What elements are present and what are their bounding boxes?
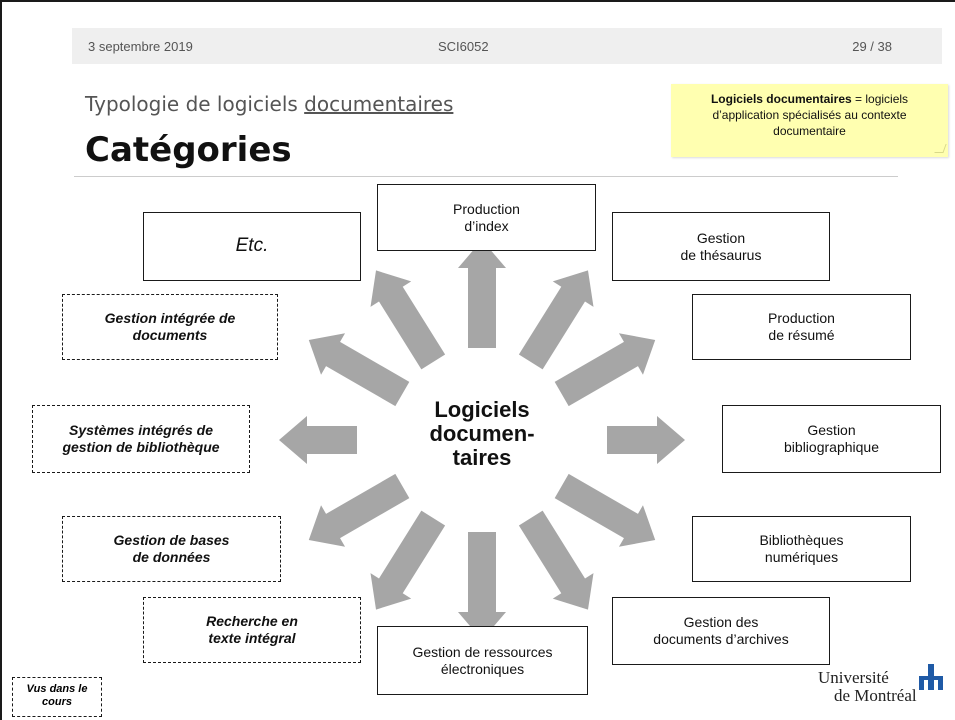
box-production-index: Production d’index — [377, 184, 596, 251]
slide-subtitle: Typologie de logiciels documentaires — [85, 92, 453, 116]
arrow-up — [458, 240, 506, 348]
arrow-down — [458, 532, 506, 640]
logo-line-2: de Montréal — [834, 686, 917, 705]
university-logo: Université de Montréal — [818, 662, 948, 710]
title-divider — [74, 176, 898, 177]
legend-box: Vus dans le cours — [12, 677, 102, 717]
arrow-up-left — [370, 270, 446, 370]
note-definition: = logiciels d’application spécialisés au… — [712, 92, 909, 139]
box-gestion-archives: Gestion des documents d’archives — [612, 597, 830, 665]
arrow-right — [607, 416, 685, 464]
header-page-number: 29 / 38 — [852, 39, 892, 54]
header-date: 3 septembre 2019 — [88, 39, 193, 54]
box-systemes-integres: Systèmes intégrés de gestion de biblioth… — [32, 405, 250, 473]
slide-title: Catégories — [85, 130, 292, 170]
logo-emblem-icon — [919, 664, 943, 690]
box-gestion-integree: Gestion intégrée de documents — [62, 294, 278, 360]
center-label: Logiciels documen- taires — [429, 397, 535, 470]
arrow-down-left — [370, 510, 446, 610]
box-gestion-thesaurus: Gestion de thésaurus — [612, 212, 830, 281]
logo-line-1: Université — [818, 668, 889, 687]
box-recherche-texte: Recherche en texte intégral — [143, 597, 361, 663]
subtitle-underlined: documentaires — [304, 92, 454, 116]
definition-note: Logiciels documentaires = logiciels d’ap… — [671, 84, 948, 157]
arrow-left-down — [308, 473, 410, 547]
arrow-group — [279, 240, 685, 640]
box-etc: Etc. — [143, 212, 361, 281]
box-gestion-ressources: Gestion de ressources électroniques — [377, 626, 588, 695]
box-gestion-bibliographique: Gestion bibliographique — [722, 405, 941, 473]
box-production-resume: Production de résumé — [692, 294, 911, 360]
note-term: Logiciels documentaires — [710, 92, 852, 106]
box-bibliotheques-numeriques: Bibliothèques numériques — [692, 516, 911, 582]
box-gestion-bases: Gestion de bases de données — [62, 516, 281, 582]
arrow-right-up — [554, 333, 656, 407]
arrow-left-up — [308, 333, 410, 407]
arrow-down-right — [518, 510, 594, 610]
header-course-code: SCI6052 — [438, 39, 489, 54]
arrow-left — [279, 416, 357, 464]
arrow-right-down — [554, 473, 656, 547]
subtitle-prefix: Typologie de logiciels — [85, 92, 305, 116]
arrow-up-right — [518, 270, 594, 370]
slide-header: 3 septembre 2019 SCI6052 29 / 38 — [72, 28, 942, 64]
